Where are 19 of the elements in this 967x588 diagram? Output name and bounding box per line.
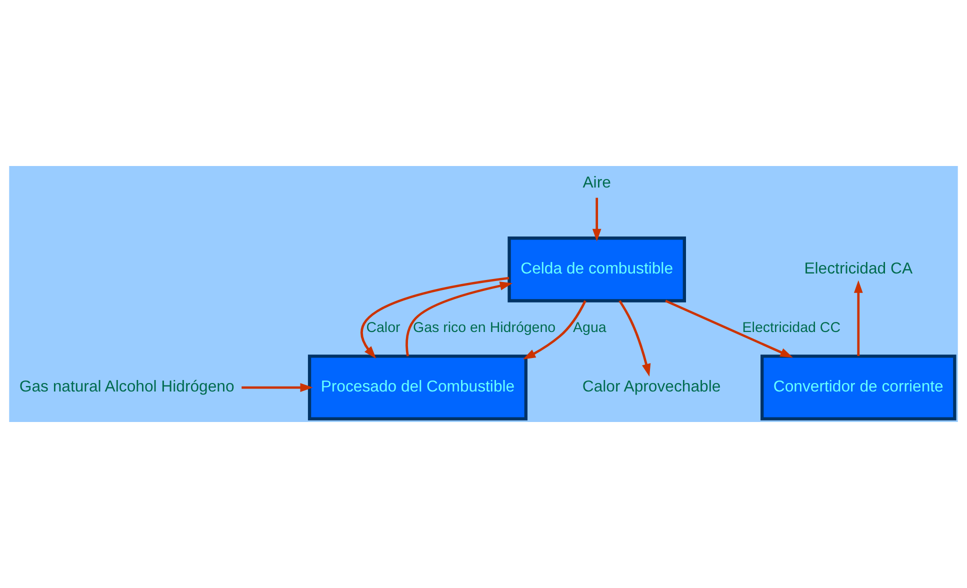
arrow [360,276,510,359]
arrow [618,300,651,377]
node-box: Celda de combustible [508,236,686,302]
arrow [522,300,586,360]
node-text: Electricidad CA [804,260,913,278]
node-text: Aire [582,174,611,192]
node-text: Gas natural Alcohol Hidrógeno [19,378,234,396]
arrow [406,281,513,356]
edge-label: Agua [573,320,606,336]
arrow [854,280,863,356]
arrow [242,383,313,392]
arrow [592,198,602,242]
node-box: Convertidor de corriente [760,354,956,420]
arrow [665,300,793,358]
edge-label: Calor [366,320,400,336]
node-box: Procesado del Combustible [308,354,528,420]
node-text: Calor Aprovechable [582,378,721,396]
edge-label: Electricidad CC [742,320,841,336]
edge-label: Gas rico en Hidrógeno [413,320,556,336]
